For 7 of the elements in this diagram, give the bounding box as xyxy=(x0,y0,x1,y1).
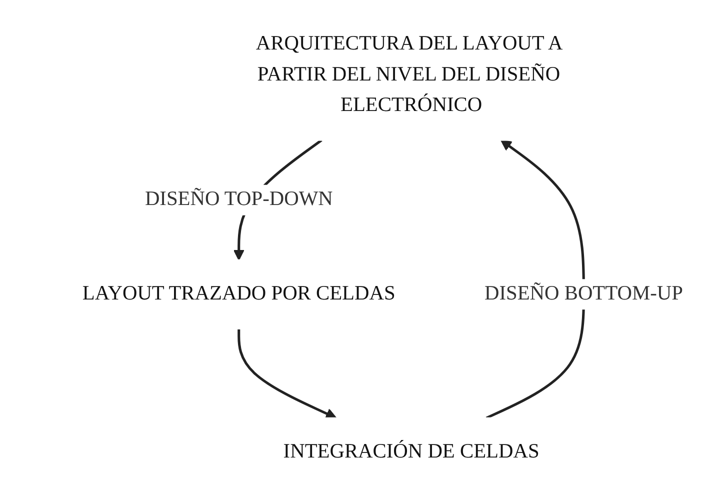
arrow xyxy=(238,328,337,419)
node-text: INTEGRACIÓN DE CELDAS xyxy=(283,440,540,463)
edge-label: DISEÑO TOP-DOWN xyxy=(144,188,333,210)
edge-label: DISEÑO BOTTOM-UP xyxy=(484,282,683,305)
node-text: LAYOUT TRAZADO POR CELDAS xyxy=(82,282,396,305)
arrow xyxy=(486,140,585,420)
node-text: ARQUITECTURA DEL LAYOUT A PARTIR DEL NIVEL DEL DISEÑO ELECTRÓNICO xyxy=(256,33,562,116)
